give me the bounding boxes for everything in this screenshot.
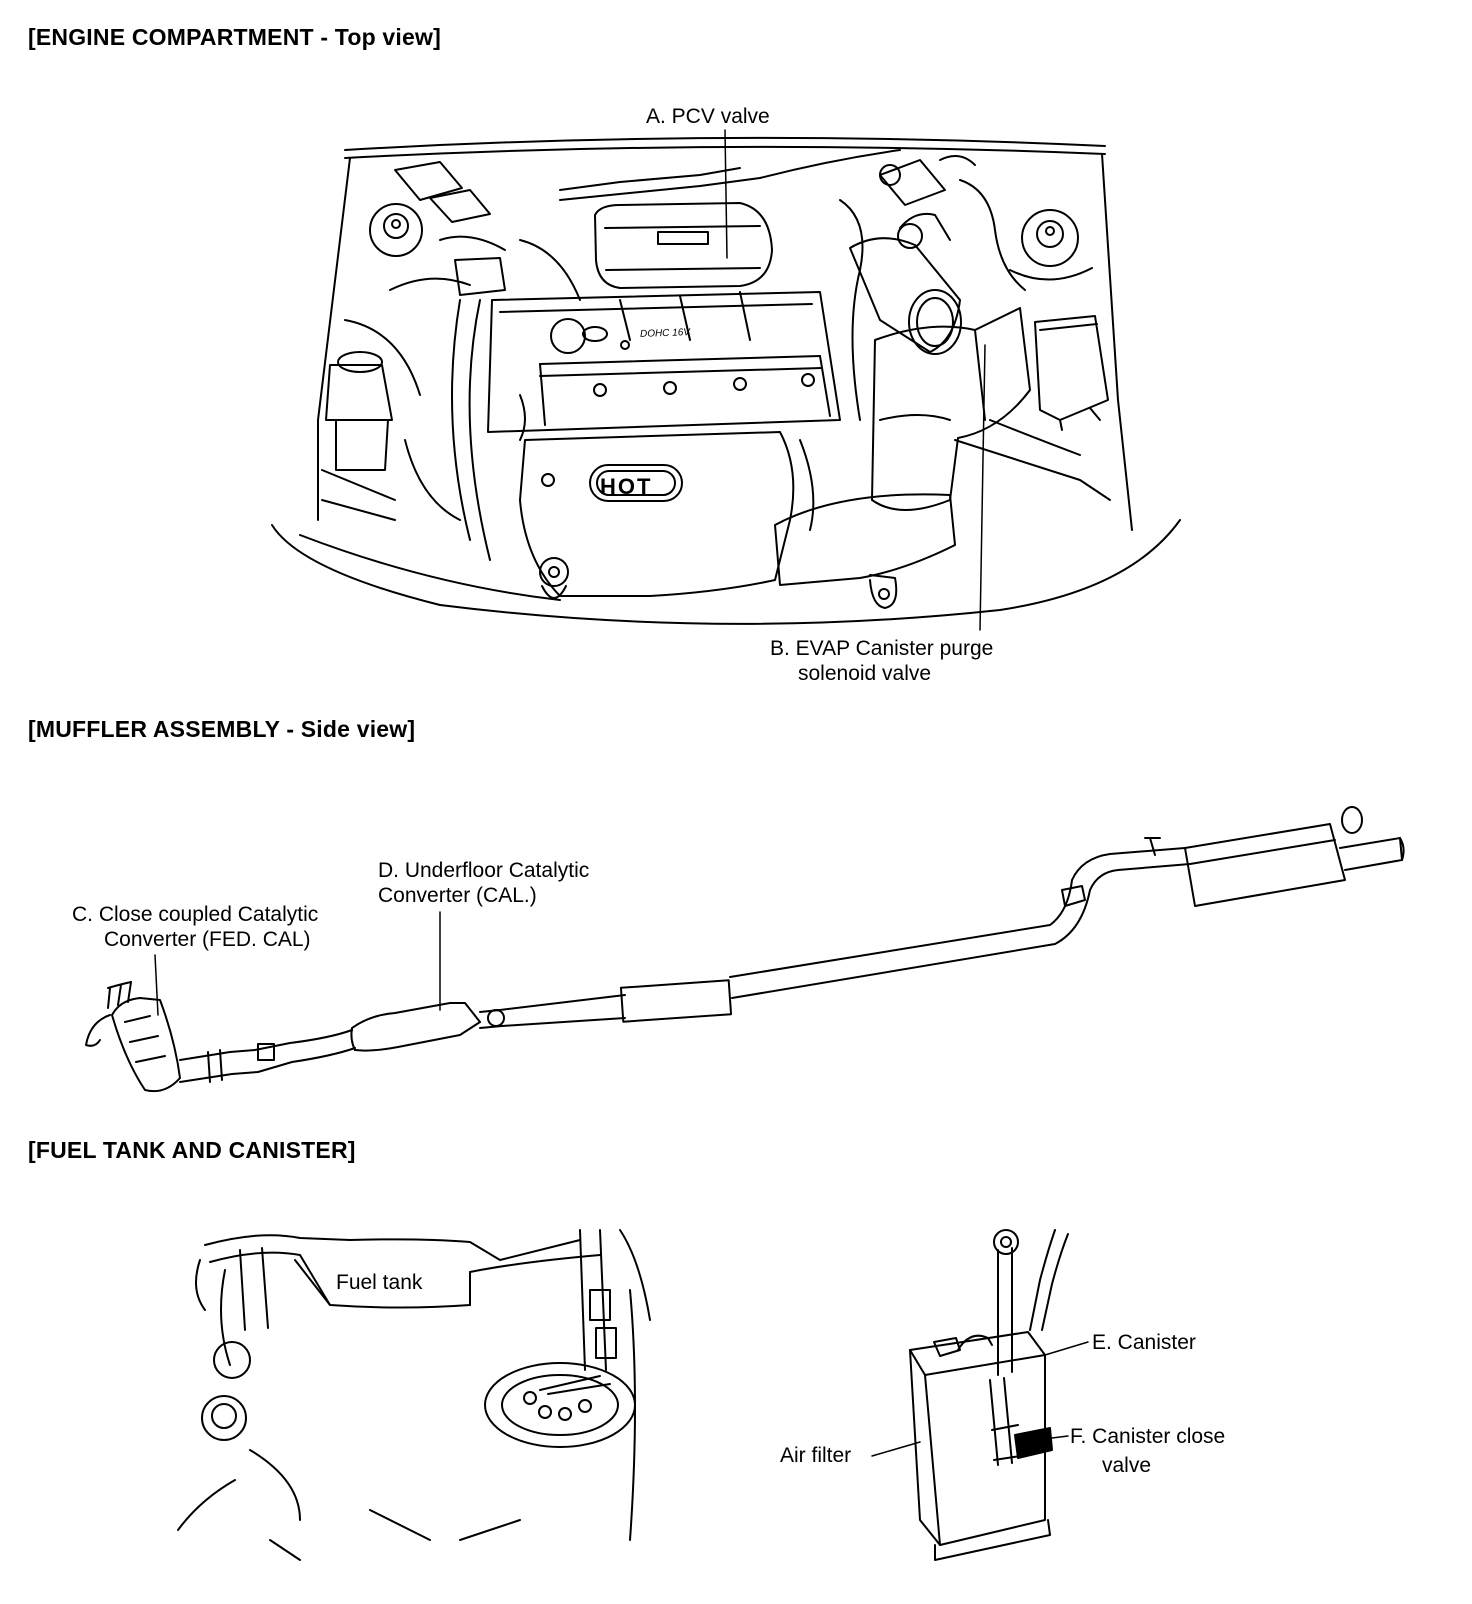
right-strut-tower	[1010, 210, 1092, 280]
compartment-outline	[272, 138, 1180, 624]
muffler-assembly-illustration	[0, 760, 1472, 1120]
engine-compartment-illustration	[0, 0, 1472, 700]
canister-leader-line	[1045, 1342, 1088, 1355]
label-underfloor-line-2: Converter (CAL.)	[378, 884, 537, 907]
front-pipe	[180, 1030, 355, 1082]
label-canister-close-valve: F. Canister close valve	[1070, 1424, 1225, 1478]
canister-illustration	[880, 1220, 1080, 1580]
pcv-leader-line	[725, 130, 727, 258]
label-canister: E. Canister	[1092, 1331, 1196, 1354]
relay-box-left	[395, 162, 505, 295]
air-cleaner-box	[872, 308, 1030, 510]
left-hoses	[345, 279, 490, 560]
section-title-engine: [ENGINE COMPARTMENT - Top view]	[28, 24, 441, 50]
label-close-coupled-line-1: C. Close coupled Catalytic	[72, 903, 319, 926]
label-underfloor-line-1: D. Underfloor Catalytic	[378, 859, 590, 882]
canister-body	[910, 1332, 1050, 1560]
section-title-muffler: [MUFFLER ASSEMBLY - Side view]	[28, 716, 416, 742]
intermediate-pipe	[500, 848, 1190, 1026]
label-evap-line-1: B. EVAP Canister purge	[770, 637, 994, 660]
lower-shield	[775, 494, 955, 608]
canister-hoses	[934, 1230, 1068, 1465]
fuel-tank-outline	[178, 1235, 635, 1560]
fuel-pump-assembly	[485, 1230, 650, 1447]
hot-emblem-text: HOT	[600, 474, 653, 499]
canister-close-valve	[992, 1425, 1052, 1460]
label-close-coupled-line-2: Converter (FED. CAL)	[104, 928, 311, 951]
battery	[1035, 316, 1108, 430]
fuel-tank-illustration	[0, 1200, 700, 1570]
dohc-engraving-text: DOHC 16V	[639, 327, 691, 340]
air-intake-duct	[850, 160, 961, 354]
timing-belt-cover	[520, 432, 793, 598]
section-title-fuel: [FUEL TANK AND CANISTER]	[28, 1137, 356, 1163]
air-filter-leader-line	[872, 1442, 920, 1456]
fuel-filler-neck	[196, 1248, 268, 1440]
evap-leader-line	[980, 345, 985, 630]
label-pcv-valve: A. PCV valve	[646, 105, 770, 128]
right-harness	[800, 156, 1110, 530]
label-evap-canister-purge: B. EVAP Canister purge solenoid valve	[770, 636, 993, 686]
close-coupled-converter	[86, 982, 180, 1091]
underfloor-converter	[351, 1003, 504, 1051]
label-close-valve-line-2: valve	[1102, 1454, 1152, 1477]
label-close-valve-line-1: F. Canister close	[1070, 1425, 1226, 1448]
intake-plenum	[520, 150, 900, 340]
label-close-coupled-converter: C. Close coupled Catalytic Converter (FE…	[72, 902, 318, 952]
close-valve-leader-line	[1052, 1436, 1068, 1438]
main-muffler	[1145, 807, 1404, 906]
brake-reservoir	[322, 352, 395, 520]
label-evap-line-2: solenoid valve	[798, 662, 932, 685]
label-fuel-tank: Fuel tank	[336, 1271, 423, 1294]
label-underfloor-converter: D. Underfloor Catalytic Converter (CAL.)	[378, 858, 589, 908]
cylinder-head-cover	[488, 292, 840, 440]
left-strut-tower	[370, 204, 422, 256]
label-air-filter: Air filter	[780, 1444, 852, 1467]
close-coupled-leader-line	[155, 955, 158, 1015]
